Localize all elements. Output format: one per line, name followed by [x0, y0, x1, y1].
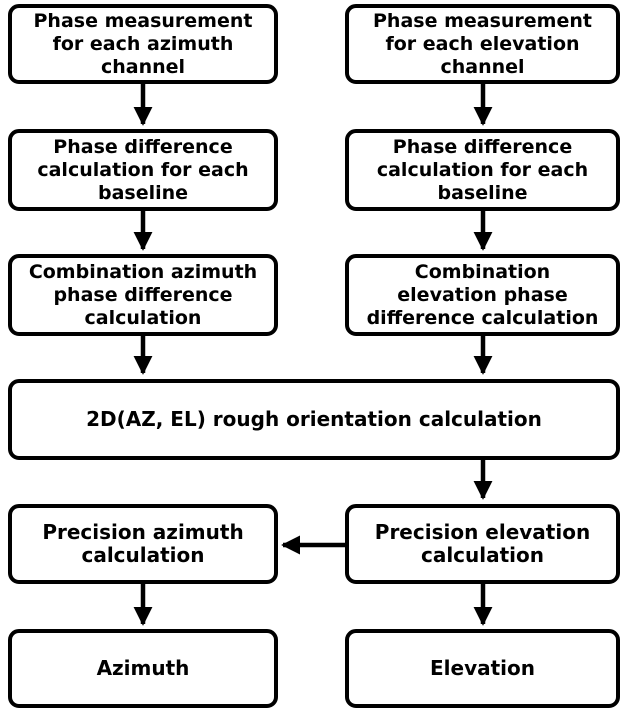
azimuth-output-box: Azimuth [8, 629, 278, 708]
el-phase-difference-label: Phase difference calculation for each ba… [376, 135, 589, 204]
az-phase-difference-label: Phase difference calculation for each ba… [37, 135, 249, 204]
az-phase-difference-box: Phase difference calculation for each ba… [8, 129, 278, 211]
rough-orientation-box: 2D(AZ, EL) rough orientation calculation [8, 379, 620, 460]
precision-elevation-box: Precision elevation calculation [345, 504, 620, 584]
az-combination-box: Combination azimuth phase difference cal… [8, 254, 278, 336]
az-phase-measurement-label: Phase measurement for each azimuth chann… [33, 9, 253, 78]
el-combination-box: Combination elevation phase difference c… [345, 254, 620, 336]
el-phase-measurement-label: Phase measurement for each elevation cha… [373, 9, 592, 78]
el-combination-label: Combination elevation phase difference c… [366, 260, 599, 329]
elevation-output-box: Elevation [345, 629, 620, 708]
el-phase-difference-box: Phase difference calculation for each ba… [345, 129, 620, 211]
precision-azimuth-label: Precision azimuth calculation [42, 520, 244, 567]
el-phase-measurement-box: Phase measurement for each elevation cha… [345, 4, 620, 84]
elevation-output-label: Elevation [429, 656, 535, 680]
rough-orientation-label: 2D(AZ, EL) rough orientation calculation [86, 407, 542, 431]
precision-elevation-label: Precision elevation calculation [374, 520, 591, 567]
precision-azimuth-box: Precision azimuth calculation [8, 504, 278, 584]
azimuth-output-label: Azimuth [96, 656, 190, 680]
az-phase-measurement-box: Phase measurement for each azimuth chann… [8, 4, 278, 84]
az-combination-label: Combination azimuth phase difference cal… [28, 260, 258, 329]
